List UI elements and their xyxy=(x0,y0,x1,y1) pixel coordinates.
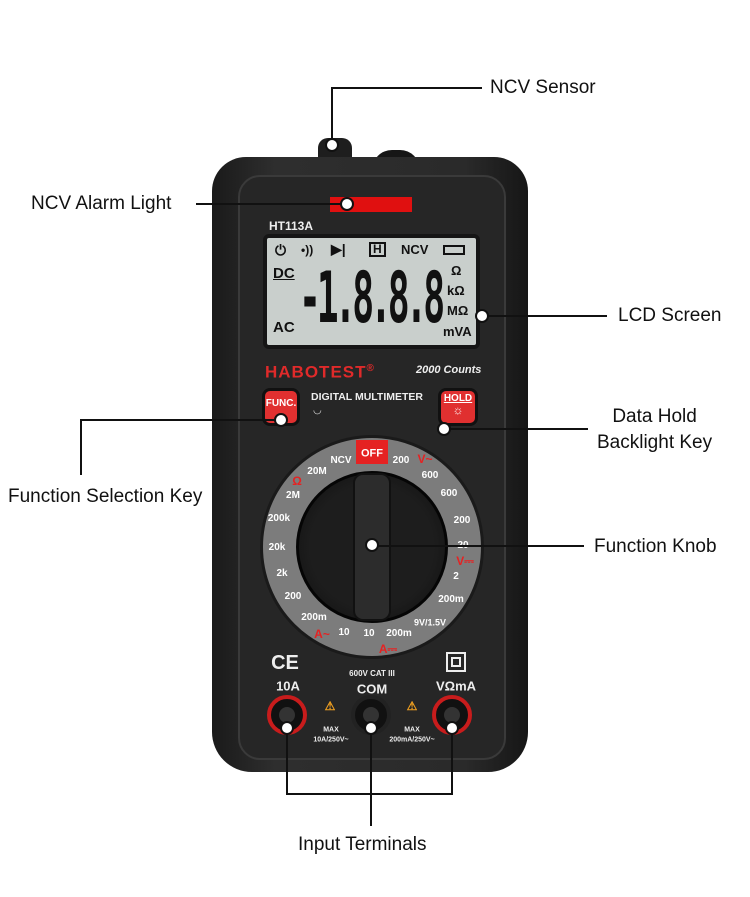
dial-20k: 20k xyxy=(268,542,286,553)
ncv-sensor-label: NCV Sensor xyxy=(490,77,596,98)
hold-label-line1: Data Hold xyxy=(612,406,697,427)
lcd-ncv: NCV xyxy=(401,242,429,257)
dial-adc-10: 10 xyxy=(363,628,375,639)
ncv-sensor-line xyxy=(332,87,482,89)
backlight-small-icon: ◡ xyxy=(313,405,322,416)
dial-vac-200: 200 xyxy=(392,455,410,466)
hold-button[interactable]: HOLD☼ xyxy=(438,388,478,426)
terminal-vohm-label: VΩmA xyxy=(435,678,477,694)
dial-ncv: NCV xyxy=(330,455,352,466)
model-label: HT113A xyxy=(269,219,314,233)
func-line xyxy=(81,419,281,421)
lcd-screen: ⏻ •)) ▶| H NCV DC AC -1.8.8.8 Ω kΩ MΩ mV… xyxy=(263,234,480,349)
lcd-ohm: Ω xyxy=(451,263,462,278)
hold-dot xyxy=(437,422,451,436)
dial-vdc-2: 2 xyxy=(453,571,459,582)
diode-icon: ▶| xyxy=(331,241,346,257)
dial-vac-600: 600 xyxy=(421,470,439,481)
lcd-mohm: MΩ xyxy=(447,303,469,318)
dial-vdc-200: 200 xyxy=(453,515,471,526)
right-max: MAX xyxy=(404,726,420,734)
terminal-line-h xyxy=(286,793,453,795)
func-label: Function Selection Key xyxy=(8,486,203,507)
func-dot xyxy=(274,413,288,427)
dial-battery: 9V/1.5V xyxy=(413,617,447,628)
lcd-digits: -1.8.8.8 xyxy=(299,257,445,339)
dial-vdc-600: 600 xyxy=(440,488,458,499)
dial-aac-10: 10 xyxy=(338,627,350,638)
knob-handle[interactable] xyxy=(353,473,391,621)
brand-logo: HABOTEST® xyxy=(265,360,375,382)
dial-adc-symbol: A⎓ xyxy=(378,642,398,656)
off-segment xyxy=(356,440,388,464)
dial-ohm-symbol: Ω xyxy=(292,474,302,488)
dial-2k: 2k xyxy=(276,568,288,579)
dial-aac-symbol: A~ xyxy=(314,627,330,641)
warning-icon-right: ⚠ xyxy=(406,699,418,713)
knob-line xyxy=(372,545,584,547)
dial-aac-200m: 200m xyxy=(301,612,327,623)
lcd-kohm: kΩ xyxy=(447,283,465,298)
counts-label: 2000 Counts xyxy=(416,364,482,376)
hold-button-label: HOLD xyxy=(443,393,473,404)
ncv-alarm-line xyxy=(196,203,346,205)
backlight-sun-icon: ☼ xyxy=(452,403,464,417)
func-line-v xyxy=(80,419,82,475)
dial-20m: 20M xyxy=(307,466,327,477)
cat-rating: 600V CAT III xyxy=(349,669,395,678)
left-rating: 10A/250V~ xyxy=(313,736,349,744)
product-title: DIGITAL MULTIMETER xyxy=(311,391,423,403)
terminal-line-left xyxy=(286,728,288,794)
knob-label: Function Knob xyxy=(594,536,717,557)
ncv-alarm-dot xyxy=(340,197,354,211)
func-button-label: FUNC. xyxy=(265,398,297,409)
battery-icon xyxy=(443,245,465,255)
ce-mark: CE xyxy=(271,652,299,674)
power-icon: ⏻ xyxy=(275,242,287,258)
hold-label-line2: Backlight Key xyxy=(597,432,713,453)
terminals-label: Input Terminals xyxy=(298,834,427,855)
ncv-sensor-line-v xyxy=(331,87,333,145)
registered-mark: ® xyxy=(366,363,375,374)
dial-off: OFF xyxy=(361,447,383,460)
lcd-line xyxy=(482,315,607,317)
terminal-dot-right xyxy=(445,721,459,735)
dial-vdc-200m: 200m xyxy=(438,594,464,605)
lcd-dc: DC xyxy=(273,265,295,282)
hold-line xyxy=(444,428,588,430)
terminal-dot-left xyxy=(280,721,294,735)
lcd-hold-icon: H xyxy=(369,242,386,257)
lcd-label: LCD Screen xyxy=(618,305,722,326)
terminal-line-mid xyxy=(370,728,372,826)
dial-vac-symbol: V~ xyxy=(417,452,433,466)
terminal-line-right xyxy=(451,728,453,794)
terminal-10a-label: 10A xyxy=(276,678,300,694)
ncv-alarm-label: NCV Alarm Light xyxy=(31,193,172,214)
dial-200k: 200k xyxy=(267,513,291,524)
right-rating: 200mA/250V~ xyxy=(389,736,435,744)
ncv-sensor-dot xyxy=(325,138,339,152)
double-insulation-icon xyxy=(444,650,468,674)
lcd-mva: mVA xyxy=(443,324,472,339)
knob-dot xyxy=(365,538,379,552)
dial-diode-200: 200 xyxy=(284,591,302,602)
dial-adc-200m: 200m xyxy=(386,628,412,639)
dial-vdc-symbol: V⎓ xyxy=(456,554,474,568)
warning-icon-left: ⚠ xyxy=(324,699,336,713)
terminal-com-label: COM xyxy=(356,681,388,697)
lcd-dot xyxy=(475,309,489,323)
terminal-vohm-jack[interactable] xyxy=(432,695,472,735)
terminal-dot-mid xyxy=(364,721,378,735)
dial-2m: 2M xyxy=(286,490,300,501)
left-max: MAX xyxy=(323,726,339,734)
brand-name: HABOTEST xyxy=(265,362,367,382)
continuity-icon: •)) xyxy=(301,243,314,257)
lcd-ac: AC xyxy=(273,319,295,336)
